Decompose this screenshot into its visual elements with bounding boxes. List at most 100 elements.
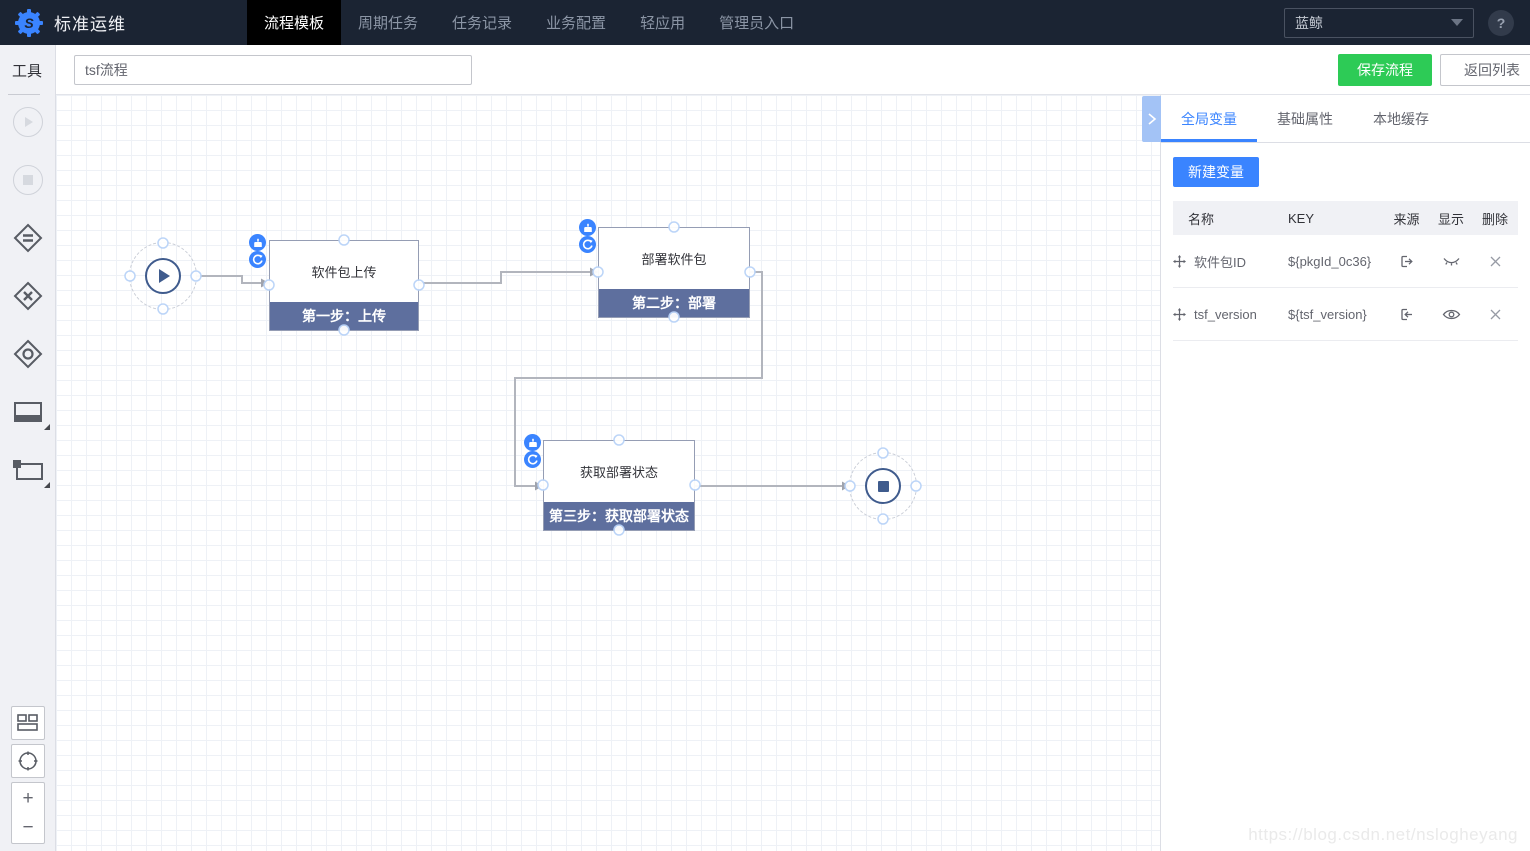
retry-icon bbox=[527, 454, 538, 465]
palette-task-node-tool[interactable] bbox=[0, 390, 56, 434]
palette-start-node-tool[interactable] bbox=[0, 100, 56, 144]
hand-press-icon bbox=[583, 223, 592, 232]
node-upload-package[interactable]: 软件包上传 第一步：上传 bbox=[269, 240, 419, 331]
nav-tab-light-apps[interactable]: 轻应用 bbox=[640, 15, 686, 32]
variable-key: ${tsf_version} bbox=[1288, 306, 1367, 322]
col-header-delete: 删除 bbox=[1481, 211, 1508, 227]
nav-right: 蓝鲸 ? bbox=[1284, 7, 1530, 38]
flow-name-input[interactable] bbox=[74, 54, 472, 85]
back-to-list-button[interactable]: 返回列表 bbox=[1440, 53, 1530, 86]
start-node-icon bbox=[13, 107, 43, 137]
delete-variable-icon[interactable] bbox=[1473, 308, 1517, 321]
delete-variable-icon[interactable] bbox=[1473, 255, 1517, 268]
variables-table-header: 名称 KEY 来源 显示 删除 bbox=[1173, 201, 1518, 235]
palette-parallel-gateway-tool[interactable] bbox=[0, 216, 56, 260]
node-title: 获取部署状态 bbox=[579, 465, 658, 480]
palette-subflow-node-tool[interactable] bbox=[0, 448, 56, 492]
palette-converge-gateway-tool[interactable] bbox=[0, 332, 56, 376]
end-node[interactable] bbox=[849, 452, 917, 520]
exclusive-gateway-icon bbox=[13, 281, 43, 311]
minimap-button[interactable] bbox=[11, 706, 45, 740]
end-node-icon bbox=[13, 165, 43, 195]
sub-toolbar: 工具 保存流程 返回列表 bbox=[0, 45, 1530, 95]
nav-tabs: 流程模板 周期任务 任务记录 业务配置 轻应用 管理员入口 bbox=[247, 0, 1284, 45]
variable-source-output-icon[interactable] bbox=[1384, 253, 1429, 270]
converge-gateway-icon bbox=[13, 339, 43, 369]
app-logo-gear-icon: S bbox=[15, 8, 43, 37]
node2-retry-badge[interactable] bbox=[579, 236, 596, 253]
flyout-corner-icon bbox=[44, 482, 50, 488]
tools-label: 工具 bbox=[0, 45, 56, 95]
retry-icon bbox=[252, 254, 263, 265]
nav-tab-admin-entry[interactable]: 管理员入口 bbox=[719, 15, 795, 32]
start-circle bbox=[145, 258, 181, 294]
variable-source-input-icon[interactable] bbox=[1384, 306, 1429, 323]
variables-table: 名称 KEY 来源 显示 删除 bbox=[1173, 201, 1518, 341]
tab-local-cache[interactable]: 本地缓存 bbox=[1373, 110, 1429, 127]
node-stage-label: 第二步：部署 bbox=[599, 289, 749, 317]
node3-manual-badge[interactable] bbox=[524, 434, 541, 451]
nav-tab-business-config[interactable]: 业务配置 bbox=[546, 15, 607, 32]
drag-handle-icon[interactable] bbox=[1173, 307, 1186, 321]
flow-canvas[interactable]: 软件包上传 第一步：上传 部署软件包 第二步：部署 获取部署状态 第三步：获取部… bbox=[56, 95, 1160, 851]
node-stage-label: 第三步：获取部署状态 bbox=[544, 502, 694, 530]
variable-name: tsf_version bbox=[1194, 306, 1257, 322]
node-title: 软件包上传 bbox=[311, 265, 377, 280]
project-select-value: 蓝鲸 bbox=[1295, 14, 1323, 31]
col-header-visible: 显示 bbox=[1437, 211, 1464, 227]
nav-tab-task-records[interactable]: 任务记录 bbox=[452, 15, 513, 32]
svg-text:S: S bbox=[24, 15, 34, 31]
subbar-actions: 保存流程 返回列表 bbox=[1338, 53, 1530, 86]
crosshair-icon bbox=[18, 751, 38, 771]
node1-manual-badge[interactable] bbox=[249, 234, 266, 251]
save-flow-button[interactable]: 保存流程 bbox=[1338, 53, 1432, 86]
nav-tab-periodic-tasks[interactable]: 周期任务 bbox=[358, 15, 419, 32]
minimap-icon bbox=[17, 714, 38, 731]
tab-basic-properties[interactable]: 基础属性 bbox=[1277, 110, 1333, 127]
play-icon bbox=[159, 269, 170, 283]
visibility-shown-icon[interactable] bbox=[1429, 308, 1473, 321]
chevron-right-icon bbox=[1147, 113, 1156, 125]
settings-panel: 全局变量 基础属性 本地缓存 新建变量 名称 KEY 来源 显示 删除 bbox=[1142, 95, 1530, 851]
chevron-down-icon bbox=[1451, 19, 1463, 26]
variable-row[interactable]: tsf_version ${tsf_version} bbox=[1173, 288, 1518, 341]
watermark-text: https://blog.csdn.net/nslogheyang bbox=[1248, 825, 1518, 844]
reset-view-button[interactable] bbox=[11, 744, 45, 778]
node2-manual-badge[interactable] bbox=[579, 219, 596, 236]
tab-global-variables[interactable]: 全局变量 bbox=[1161, 95, 1257, 142]
help-icon[interactable]: ? bbox=[1488, 9, 1514, 36]
hand-press-icon bbox=[253, 238, 262, 247]
new-variable-button[interactable]: 新建变量 bbox=[1173, 157, 1259, 187]
node-stage-label: 第一步：上传 bbox=[270, 302, 418, 330]
node3-retry-badge[interactable] bbox=[524, 451, 541, 468]
hand-press-icon bbox=[528, 438, 537, 447]
flow-connectors bbox=[196, 267, 850, 491]
node-get-deploy-status[interactable]: 获取部署状态 第三步：获取部署状态 bbox=[543, 440, 695, 531]
col-header-name: 名称 bbox=[1188, 211, 1215, 227]
start-node[interactable] bbox=[129, 242, 197, 310]
palette-end-node-tool[interactable] bbox=[0, 158, 56, 202]
variable-row[interactable]: 软件包ID ${pkgId_0c36} bbox=[1173, 235, 1518, 288]
project-select[interactable]: 蓝鲸 bbox=[1284, 7, 1474, 38]
subbar-main: 保存流程 返回列表 bbox=[56, 45, 1530, 95]
node1-retry-badge[interactable] bbox=[249, 251, 266, 268]
variable-name: 软件包ID bbox=[1194, 254, 1247, 270]
app-title: 标准运维 bbox=[54, 15, 126, 34]
col-header-source: 来源 bbox=[1393, 211, 1420, 227]
task-node-icon bbox=[14, 402, 42, 422]
node-title: 部署软件包 bbox=[641, 252, 707, 267]
palette-exclusive-gateway-tool[interactable] bbox=[0, 274, 56, 318]
node-deploy-package[interactable]: 部署软件包 第二步：部署 bbox=[598, 227, 750, 318]
drag-handle-icon[interactable] bbox=[1173, 254, 1186, 268]
node-palette: + − bbox=[0, 95, 56, 851]
zoom-in-button[interactable]: + bbox=[22, 788, 34, 809]
visibility-hidden-icon[interactable] bbox=[1429, 255, 1473, 268]
nav-tab-flow-templates[interactable]: 流程模板 bbox=[247, 0, 342, 45]
zoom-out-button[interactable]: − bbox=[22, 817, 34, 838]
collapse-panel-handle[interactable] bbox=[1142, 96, 1161, 142]
main-area: + − bbox=[0, 95, 1530, 851]
brand[interactable]: S 标准运维 bbox=[0, 8, 247, 38]
subflow-node-icon bbox=[13, 460, 43, 480]
panel-tabs: 全局变量 基础属性 本地缓存 bbox=[1161, 95, 1530, 143]
zoom-control: + − bbox=[11, 782, 45, 844]
